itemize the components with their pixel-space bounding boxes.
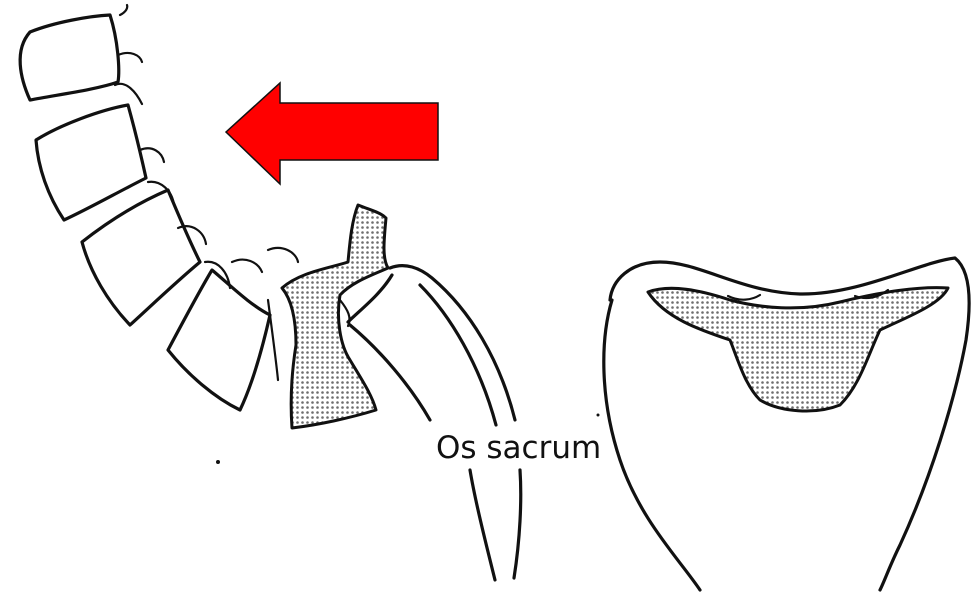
stray-dot xyxy=(216,460,220,464)
lumbar-vertebra-3 xyxy=(82,190,230,325)
stray-dot xyxy=(597,414,600,417)
red-arrow-left xyxy=(226,83,438,184)
sacrum-lateral xyxy=(340,266,521,580)
os-sacrum-label: Os sacrum xyxy=(432,428,605,468)
stippled-vertebra xyxy=(282,205,388,428)
sacrum-frontal xyxy=(604,258,969,590)
lumbar-vertebra-1 xyxy=(20,5,142,104)
lumbar-vertebra-2 xyxy=(36,105,174,220)
